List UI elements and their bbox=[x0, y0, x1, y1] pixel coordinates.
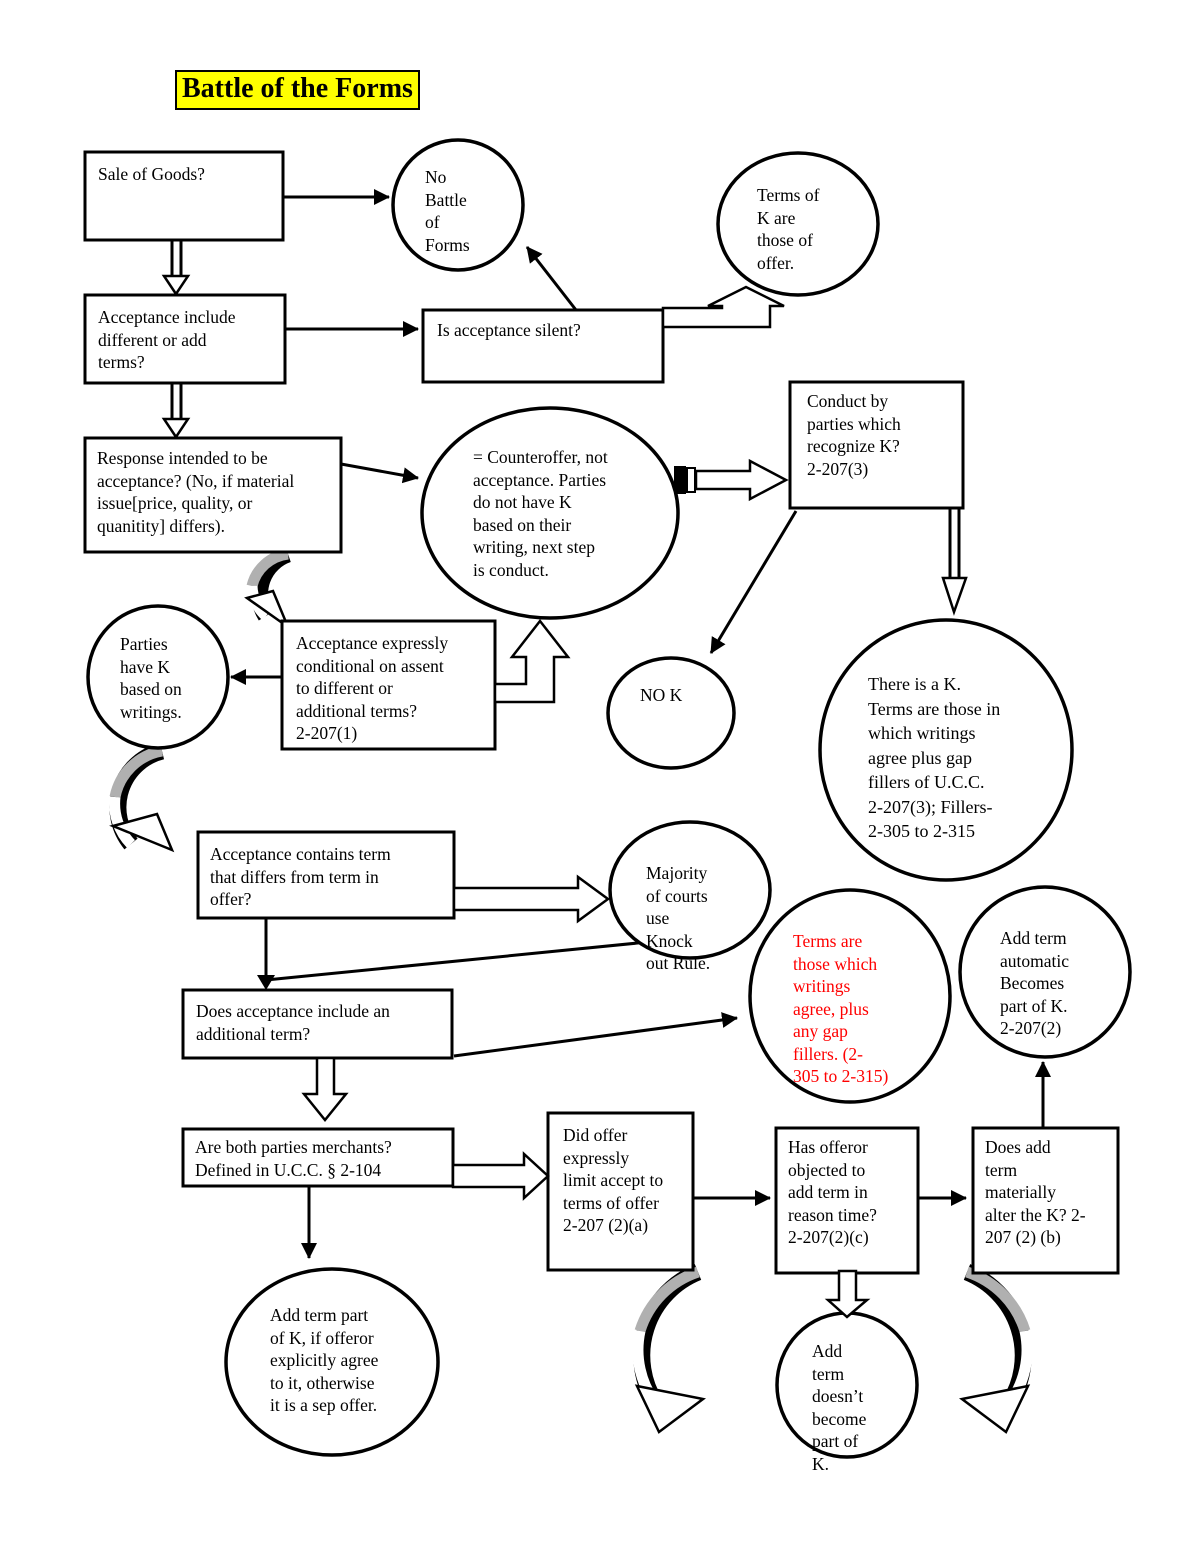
merchants-box bbox=[181, 1127, 455, 1188]
striped-arrow-counteroffer-to-conduct bbox=[674, 458, 789, 502]
terms-of-offer-circle bbox=[716, 151, 880, 297]
there-is-a-k-circle bbox=[818, 618, 1074, 882]
conduct-by-parties-text: Conduct by parties which recognize K? 2-… bbox=[807, 391, 901, 479]
terms-of-offer-text: Terms of K are those of offer. bbox=[757, 185, 820, 273]
merchants-text: Are both parties merchants? Defined in U… bbox=[195, 1137, 392, 1180]
acceptance-include-text: Acceptance include different or add term… bbox=[98, 307, 236, 372]
did-offer-limit-box bbox=[546, 1111, 695, 1272]
add-term-part-text: Add term part of K, if offeror explicitl… bbox=[270, 1305, 379, 1415]
add-term-part-circle bbox=[224, 1267, 440, 1457]
acceptance-expressly-box bbox=[280, 619, 497, 751]
arrow-response-to-counteroffer bbox=[340, 462, 419, 484]
block-arrow-expressly-to-counteroffer bbox=[493, 618, 571, 704]
acceptance-contains-text: Acceptance contains term that differs fr… bbox=[210, 844, 391, 909]
terms-writings-agree-text: Terms are those which writings agree, pl… bbox=[793, 931, 889, 1086]
does-acceptance-include-box bbox=[181, 988, 454, 1060]
ribbon-arrow-did-offer-down bbox=[632, 1264, 706, 1434]
no-battle-text: No Battle of Forms bbox=[425, 167, 470, 255]
acceptance-expressly-text: Acceptance expressly conditional on asse… bbox=[296, 633, 449, 743]
add-term-automatic-text: Add term automatic Becomes part of K. 2-… bbox=[1000, 928, 1070, 1038]
has-offeror-objected-box bbox=[774, 1126, 920, 1275]
parties-have-k-text: Parties have K based on writings. bbox=[120, 634, 182, 722]
sale-of-goods-box bbox=[83, 150, 285, 242]
counteroffer-ellipse bbox=[420, 406, 680, 620]
no-k-ellipse bbox=[606, 656, 736, 770]
does-acceptance-include-text: Does acceptance include an additional te… bbox=[196, 1001, 390, 1044]
no-k-text: NO K bbox=[640, 685, 683, 705]
block-arrow-offeror-to-doesnt bbox=[824, 1269, 871, 1319]
block-arrow-silent-to-terms-of-offer bbox=[661, 285, 785, 329]
response-intended-box bbox=[83, 436, 343, 554]
parties-have-k-circle bbox=[86, 604, 230, 750]
arrow-conduct-to-no-k bbox=[709, 510, 798, 654]
arrow-silent-to-no-battle bbox=[525, 246, 578, 311]
has-offeror-objected-text: Has offeror objected to add term in reas… bbox=[788, 1137, 877, 1247]
does-materially-alter-box bbox=[971, 1126, 1120, 1275]
acceptance-contains-box bbox=[196, 830, 456, 920]
double-arrow-include-to-response bbox=[161, 384, 191, 440]
sale-of-goods-text: Sale of Goods? bbox=[98, 164, 205, 184]
response-intended-text: Response intended to be acceptance? (No,… bbox=[97, 448, 295, 536]
double-arrow-sale-to-include bbox=[161, 241, 191, 297]
ribbon-arrow-materially-alter-down bbox=[959, 1264, 1033, 1434]
is-acceptance-silent-text: Is acceptance silent? bbox=[437, 320, 581, 340]
terms-writings-agree-circle bbox=[748, 888, 952, 1104]
page-title: Battle of the Forms bbox=[175, 70, 420, 110]
double-arrow-conduct-to-there-is-k bbox=[941, 509, 968, 616]
add-term-doesnt-text: Add term doesn’t become part of K. bbox=[812, 1341, 867, 1474]
block-arrow-contains-to-majority bbox=[452, 874, 611, 924]
does-materially-alter-text: Does add term materially alter the K? 2-… bbox=[985, 1137, 1086, 1247]
majority-knockout-text: Majority of courts use Knock out Rule. bbox=[646, 863, 711, 973]
ribbon-arrow-parties-down bbox=[109, 742, 175, 853]
connector-majority-to-additional-term bbox=[257, 918, 649, 990]
add-term-automatic-circle bbox=[958, 885, 1132, 1059]
majority-knockout-circle bbox=[608, 820, 772, 960]
did-offer-limit-text: Did offer expressly limit accept to term… bbox=[563, 1125, 664, 1235]
conduct-by-parties-box bbox=[788, 380, 965, 510]
counteroffer-text: = Counteroffer, not acceptance. Parties … bbox=[473, 447, 608, 580]
acceptance-include-box bbox=[83, 293, 287, 385]
ribbon-arrow-response-to-expressly bbox=[244, 545, 292, 631]
there-is-a-k-text: There is a K. Terms are those in which w… bbox=[868, 674, 1001, 841]
block-arrow-merchants-to-did-offer bbox=[451, 1151, 550, 1201]
arrow-additional-to-terms-agree bbox=[453, 1012, 738, 1058]
is-acceptance-silent-box bbox=[421, 308, 665, 384]
block-arrow-additional-to-merchants bbox=[301, 1056, 349, 1122]
no-battle-circle bbox=[391, 138, 525, 272]
